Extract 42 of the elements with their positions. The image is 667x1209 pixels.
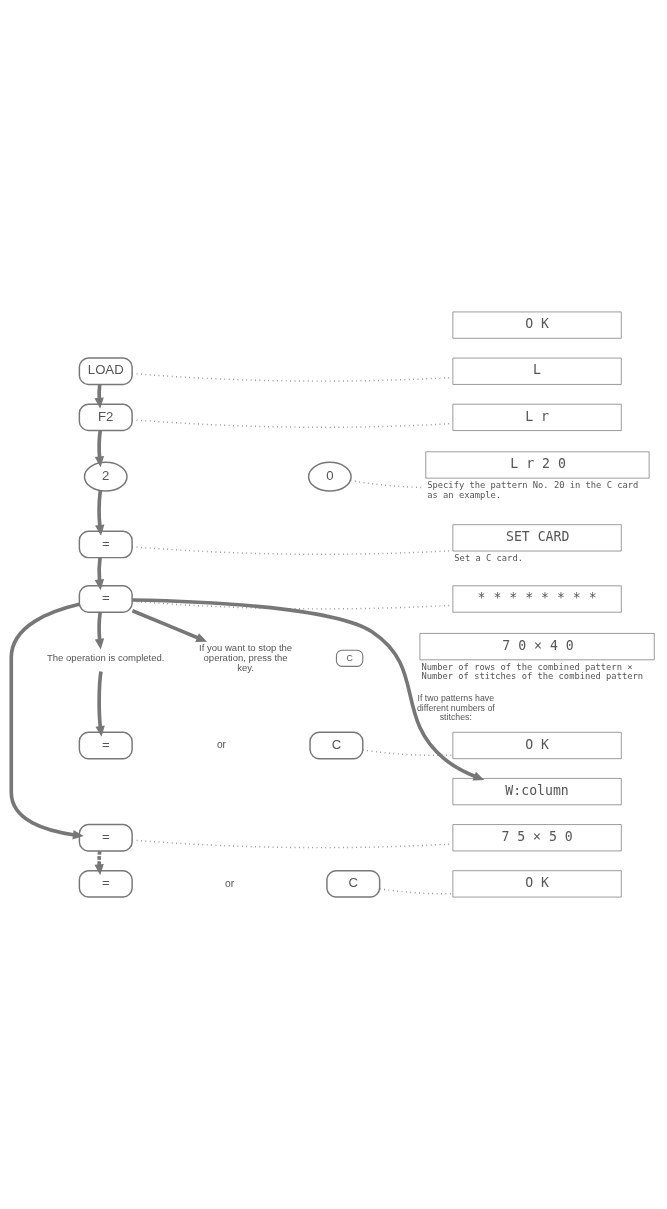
arrow (132, 598, 485, 781)
node-box: F2 (78, 403, 133, 432)
node-box: L r (452, 403, 622, 431)
node-box: LOAD (78, 357, 133, 386)
node-label: Number of rows of the combined pattern × Number of stitches of the combined pattern (421, 661, 644, 682)
connector (362, 749, 454, 757)
node-box: = (78, 585, 133, 613)
node-box: O K (452, 311, 622, 339)
node-box: = (78, 530, 133, 559)
node-box: C (309, 731, 364, 760)
label: or (224, 877, 235, 889)
arrow (94, 430, 105, 468)
node-box: = (78, 731, 133, 760)
node-box: 7 0 × 4 0 (419, 633, 655, 661)
label: or (216, 739, 227, 751)
node-box: C (326, 870, 381, 898)
node-text: If you want to stop the operation, press the key. (199, 641, 293, 674)
node-box: = (78, 870, 133, 898)
arrow (95, 490, 105, 536)
node-ellipse: 0 (307, 461, 352, 492)
node-box: L r 2 0 (425, 451, 650, 479)
arrow (94, 612, 105, 650)
arrow (9, 602, 84, 840)
node-box: W:column (452, 778, 622, 806)
arrow (94, 557, 105, 591)
node-label: Specify the pattern No. 20 in the C card as an example. (427, 480, 639, 500)
arrow (95, 671, 105, 737)
node-box: C (335, 649, 364, 667)
node-box: SET CARD (452, 524, 622, 552)
node-box: L (452, 357, 622, 385)
arrow (94, 850, 104, 876)
node-box: = (78, 823, 133, 852)
arrow (131, 609, 208, 642)
edge-label: If two patterns have different numbers of stitches: (416, 693, 495, 723)
node-box: O K (452, 870, 622, 898)
connector (379, 888, 454, 895)
node-box: 7 5 × 5 0 (452, 824, 622, 852)
node-ellipse: 2 (83, 461, 128, 492)
node-text: The operation is completed. (47, 651, 165, 663)
node-label: Set a C card. (454, 553, 523, 563)
node-box: O K (452, 731, 622, 760)
node-box: * * * * * * * * (452, 585, 622, 613)
